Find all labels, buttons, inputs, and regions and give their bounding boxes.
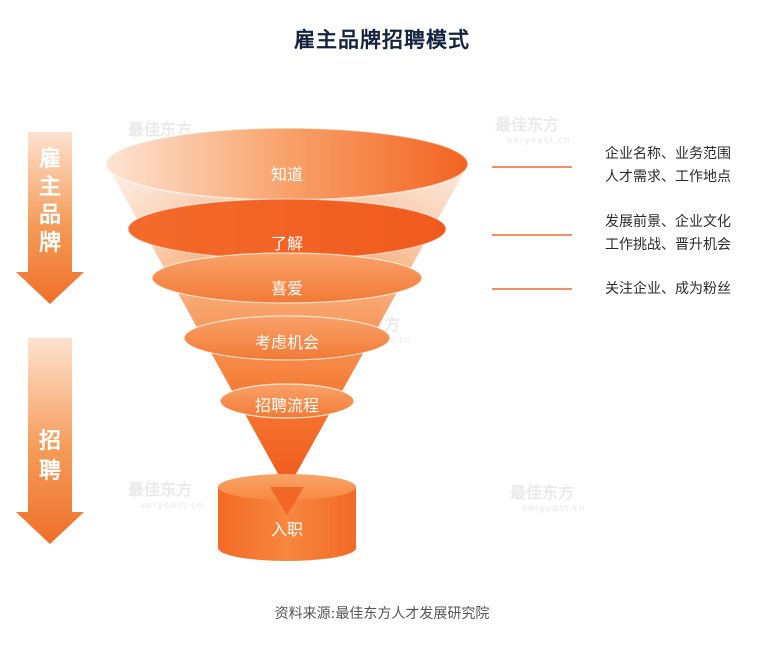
svg-text:veryeast.cn: veryeast.cn xyxy=(507,136,571,146)
source-note: 资料来源:最佳东方人才发展研究院 xyxy=(274,606,490,622)
svg-text:最佳东方: 最佳东方 xyxy=(510,483,574,502)
page-title: 雇主品牌招聘模式 xyxy=(294,28,470,52)
funnel-label: 招聘流程 xyxy=(255,396,319,415)
description-line: 企业名称、业务范围 xyxy=(605,146,731,162)
funnel-layer-process: 招聘流程 xyxy=(219,383,355,419)
svg-text:veryeast.cn: veryeast.cn xyxy=(522,504,586,514)
funnel-label: 入职 xyxy=(271,520,303,539)
svg-text:最佳东方: 最佳东方 xyxy=(495,115,559,134)
funnel-layer-understanding: 了解 xyxy=(127,198,447,260)
description-line: 关注企业、成为粉丝 xyxy=(605,281,731,297)
funnel-label: 知道 xyxy=(271,165,303,184)
arrow-employer-brand: 雇 主 品 牌 xyxy=(16,132,84,304)
funnel-label: 喜爱 xyxy=(271,279,303,298)
svg-text:最佳东方: 最佳东方 xyxy=(128,480,192,499)
arrow-char: 牌 xyxy=(39,230,61,256)
funnel-label: 了解 xyxy=(271,234,303,253)
description-understanding: 发展前景、企业文化 工作挑战、晋升机会 xyxy=(605,211,731,257)
description-line: 发展前景、企业文化 xyxy=(605,214,731,230)
arrow-char: 品 xyxy=(39,203,61,228)
funnel-label: 考虑机会 xyxy=(255,333,319,352)
description-line: 人才需求、工作地点 xyxy=(605,169,731,185)
description-liking: 关注企业、成为粉丝 xyxy=(605,278,731,301)
arrow-char: 聘 xyxy=(39,459,61,484)
arrow-char: 招 xyxy=(39,429,61,454)
arrow-char: 主 xyxy=(39,175,61,200)
funnel-layer-considering: 考虑机会 xyxy=(183,315,391,361)
svg-text:veryeast.cn: veryeast.cn xyxy=(140,501,204,511)
svg-text:最佳东方: 最佳东方 xyxy=(128,120,192,139)
arrow-recruitment: 招 聘 xyxy=(16,338,84,544)
funnel-layer-awareness: 知道 xyxy=(105,127,469,201)
connector-lines xyxy=(492,166,572,290)
description-awareness: 企业名称、业务范围 人才需求、工作地点 xyxy=(605,143,731,189)
funnel-layer-liking: 喜爱 xyxy=(151,252,423,304)
description-line: 工作挑战、晋升机会 xyxy=(605,237,731,253)
funnel-layer-onboarding: 入职 xyxy=(218,474,356,561)
arrow-char: 雇 xyxy=(39,146,61,172)
